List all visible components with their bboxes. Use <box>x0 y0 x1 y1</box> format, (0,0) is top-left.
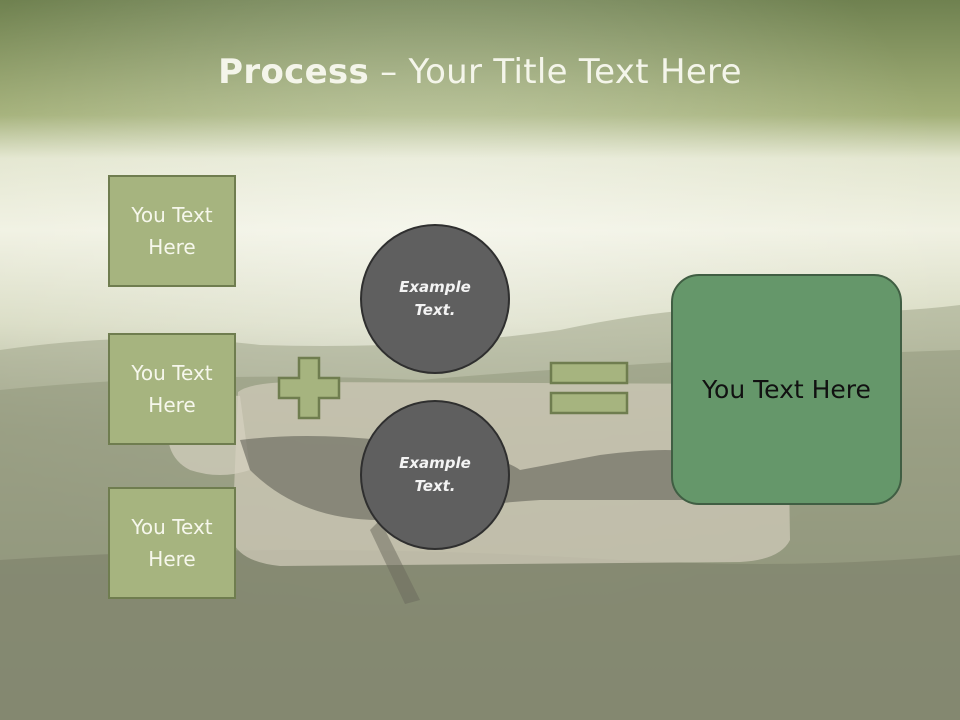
title-bold-part: Process <box>218 52 370 92</box>
example-circle-2: Example Text. <box>360 400 510 550</box>
title-rest-part: – Your Title Text Here <box>369 52 742 92</box>
step-box-2: You Text Here <box>108 333 236 445</box>
result-box: You Text Here <box>671 274 902 505</box>
example-circle-1: Example Text. <box>360 224 510 374</box>
step-box-3: You Text Here <box>108 487 236 599</box>
step-box-1: You Text Here <box>108 175 236 287</box>
plus-icon <box>277 356 341 420</box>
equals-icon <box>549 361 629 415</box>
slide-title: Process – Your Title Text Here <box>0 52 960 92</box>
